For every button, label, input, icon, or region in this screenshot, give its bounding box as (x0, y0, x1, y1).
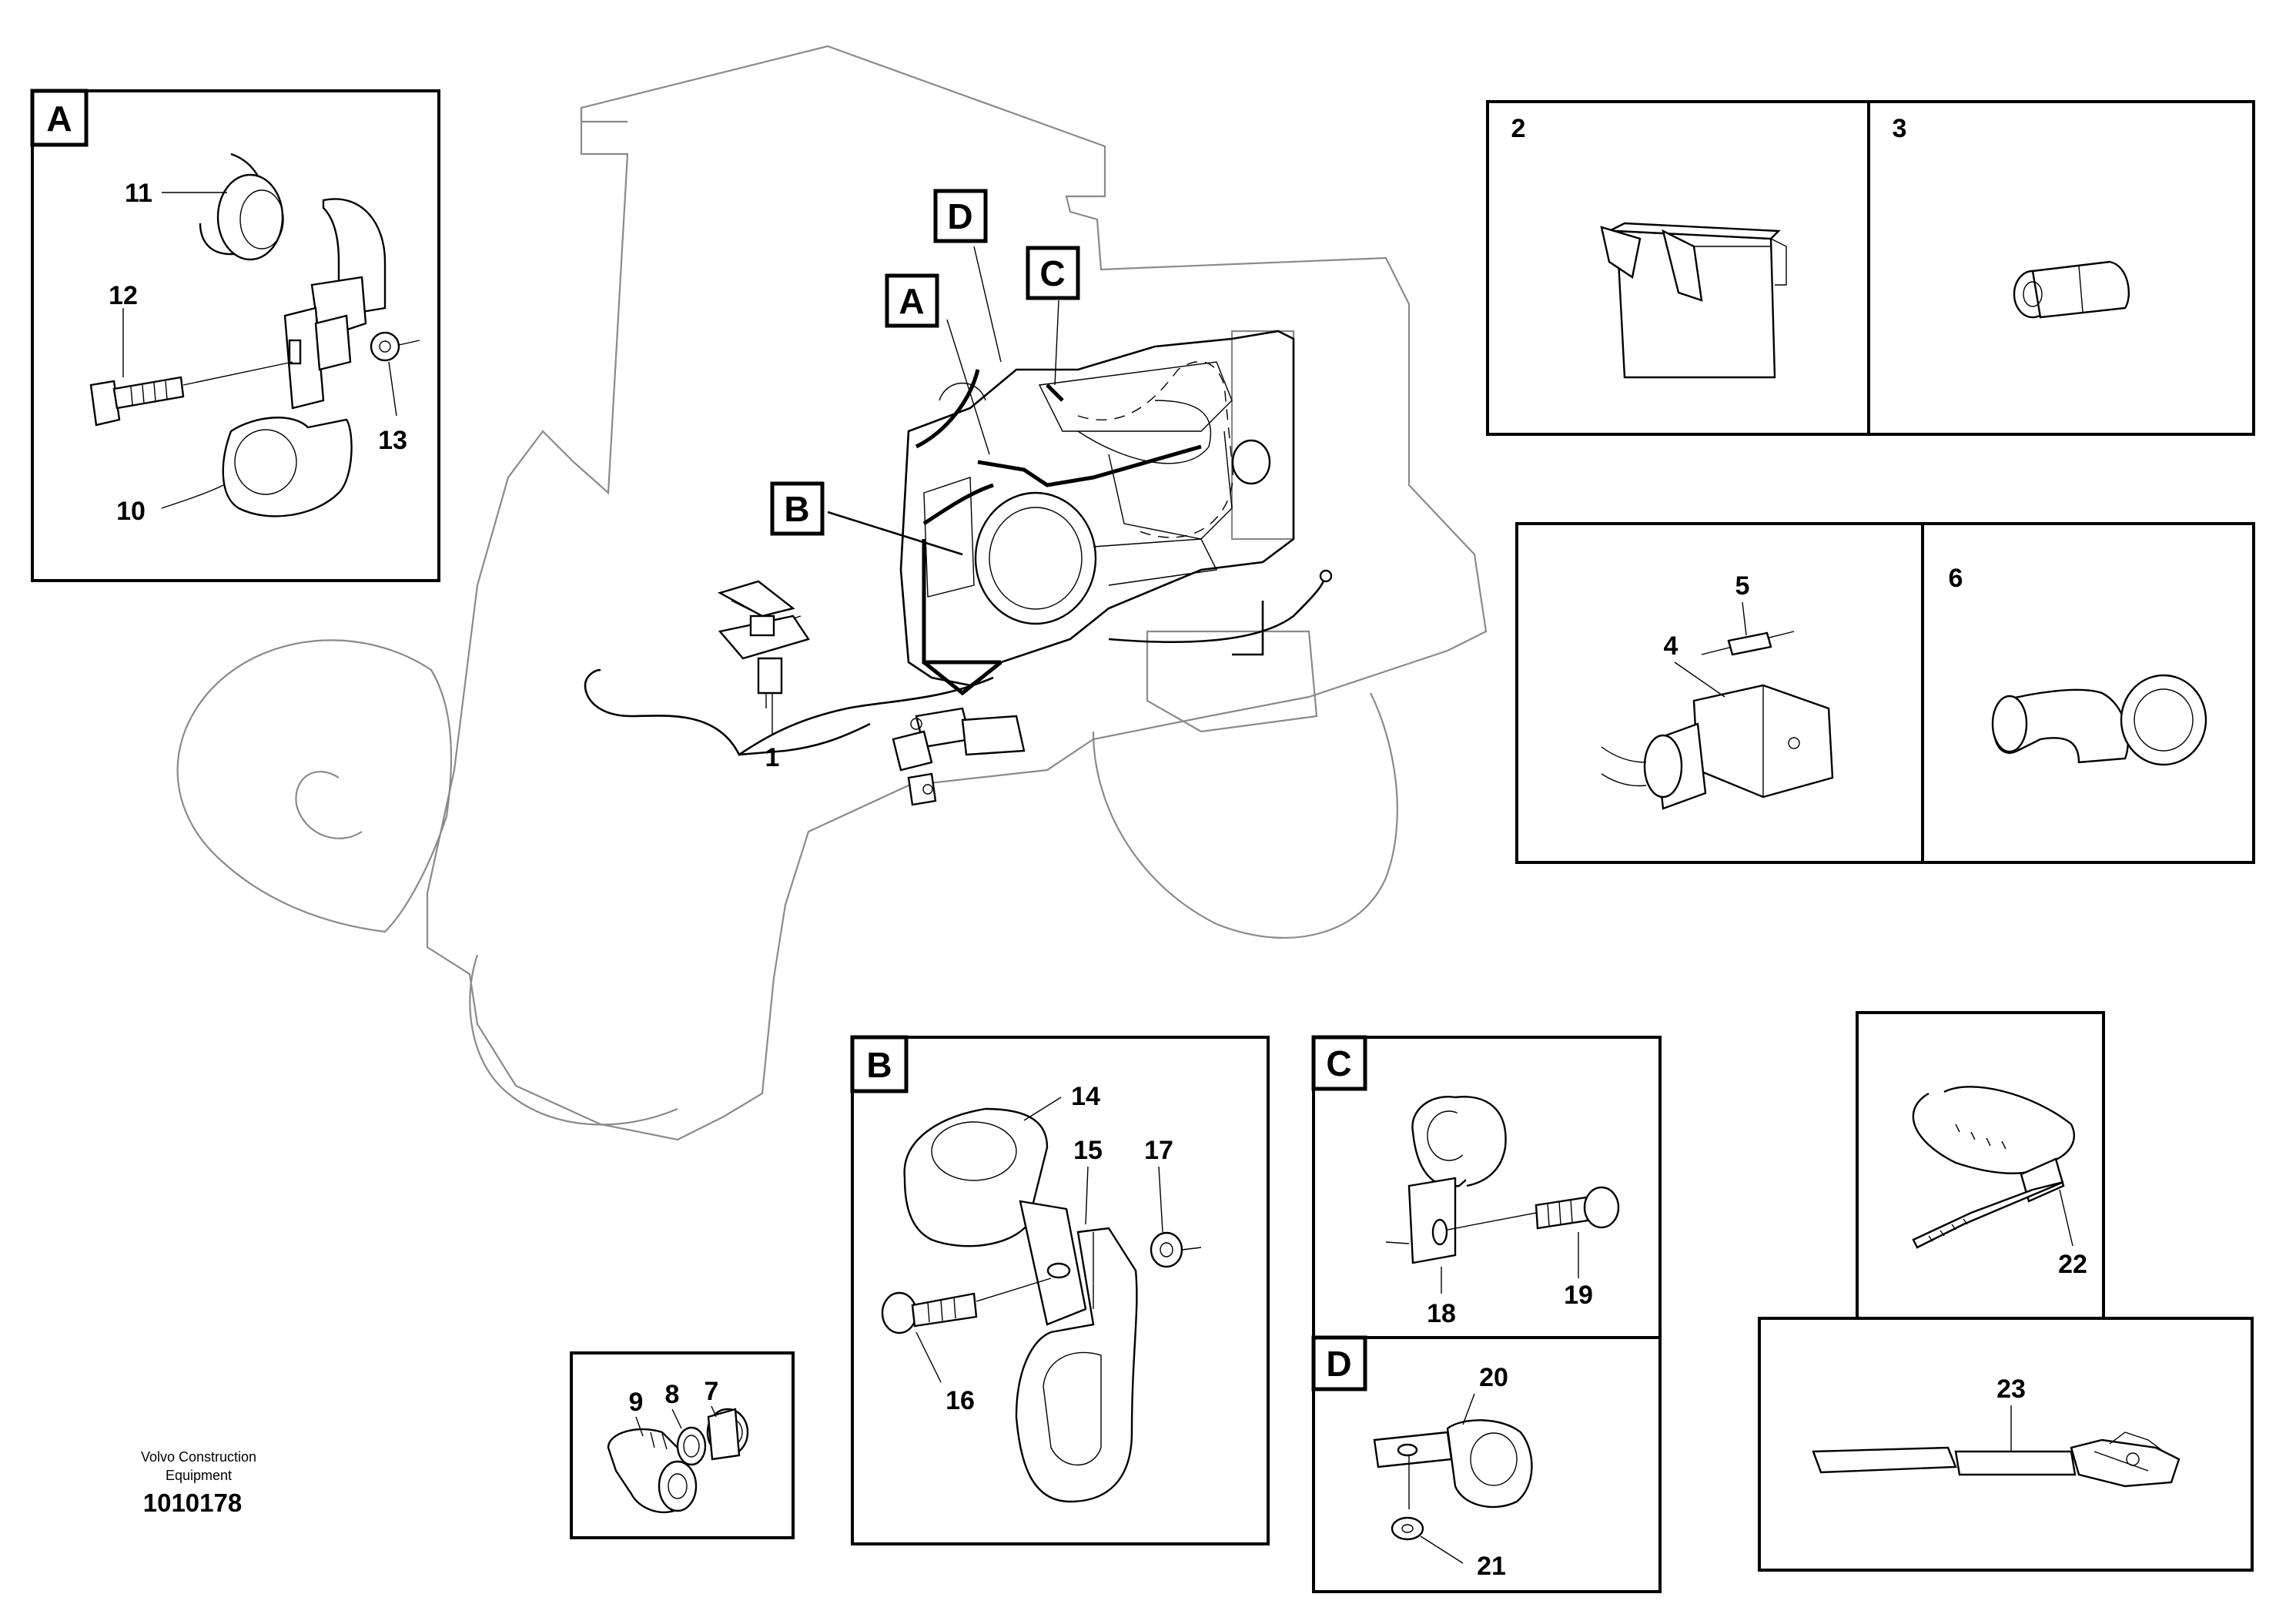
label-d-text: D (947, 196, 972, 236)
detail-d-panel: D 20 21 (1311, 1335, 1662, 1593)
part-23-panel: 23 (1758, 1317, 2254, 1572)
callout-9: 9 (629, 1388, 644, 1417)
parts-4-5-6-panel: 5 4 6 (1515, 522, 2255, 864)
label-box-d: D (933, 189, 988, 243)
label-box-c: C (1026, 246, 1080, 300)
loader-outline (176, 45, 1488, 1141)
detail-d-letter: D (1326, 1344, 1351, 1384)
callout-18: 18 (1427, 1299, 1456, 1328)
callout-12: 12 (109, 281, 138, 310)
parts-7-8-9-panel: 9 8 7 (570, 1351, 795, 1539)
callout-22: 22 (2058, 1250, 2087, 1279)
callout-4: 4 (1664, 631, 1678, 661)
boot-part-3 (2013, 260, 2130, 319)
label-b-text: B (784, 489, 809, 529)
callout-8: 8 (665, 1380, 680, 1409)
engine-assembly (899, 330, 1333, 696)
callout-19: 19 (1564, 1281, 1593, 1310)
plug-part-4 (1601, 661, 1834, 810)
footer: Volvo Construction Equipment 1010178 (141, 1449, 256, 1517)
label-box-b: B (770, 481, 825, 536)
detail-a-panel: A 11 12 13 10 (30, 89, 440, 582)
label-box-a: A (885, 273, 939, 328)
callout-16: 16 (946, 1386, 975, 1415)
callout-10: 10 (116, 497, 146, 526)
detail-a-letter: A (46, 99, 72, 139)
callout-15: 15 (1073, 1136, 1103, 1165)
callout-1: 1 (765, 743, 780, 772)
callout-21: 21 (1477, 1552, 1506, 1581)
callout-7: 7 (705, 1377, 719, 1406)
detail-c-panel: C 18 19 (1311, 1035, 1662, 1339)
parts-2-3-panel: 2 3 (1486, 100, 2255, 436)
label-c-text: C (1039, 253, 1065, 293)
callout-14: 14 (1071, 1082, 1100, 1111)
callout-3: 3 (1893, 114, 1907, 143)
callout-5: 5 (1735, 571, 1750, 601)
callout-11: 11 (125, 179, 152, 208)
cable-harness-1 (584, 580, 1026, 806)
detail-leaders (827, 246, 1059, 556)
callout-20: 20 (1479, 1363, 1508, 1392)
company-line-2: Equipment (166, 1468, 232, 1483)
drawing-number: 1010178 (143, 1488, 242, 1517)
elbow-part-6 (1991, 674, 2207, 766)
diode-part-5 (1701, 601, 1795, 656)
company-line-1: Volvo Construction (141, 1449, 256, 1465)
callout-23: 23 (1996, 1375, 2026, 1404)
detail-c-letter: C (1326, 1043, 1351, 1083)
detail-b-panel: B 14 15 17 16 (850, 1035, 1270, 1545)
detail-b-letter: B (866, 1045, 892, 1085)
callout-17: 17 (1144, 1136, 1173, 1165)
part-22-panel: 22 (1856, 1011, 2105, 1320)
relay-part-2 (1600, 222, 1787, 379)
callout-2: 2 (1511, 114, 1526, 143)
label-a-text: A (899, 281, 924, 321)
machine-detail-labels: D A C B (770, 189, 1080, 536)
callout-13: 13 (378, 426, 407, 455)
callout-6: 6 (1949, 564, 1963, 593)
